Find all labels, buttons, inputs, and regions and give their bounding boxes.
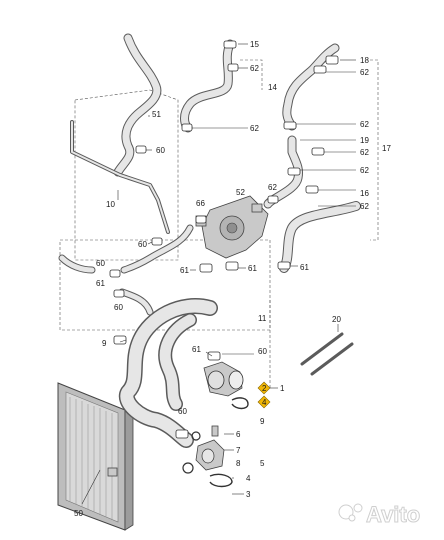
callout-5: 5 xyxy=(260,459,265,468)
callout-61-a: 61 xyxy=(96,279,105,288)
callout-2: 2 xyxy=(262,384,267,393)
watermark-text: Avito xyxy=(366,502,420,527)
callout-60-b: 60 xyxy=(138,240,147,249)
hoses xyxy=(58,33,361,448)
callout-1: 1 xyxy=(280,384,285,393)
callout-62-a: 62 xyxy=(250,64,259,73)
callout-62-f: 62 xyxy=(360,148,369,157)
callout-60-f: 60 xyxy=(178,407,187,416)
thermostat-housing xyxy=(195,195,269,259)
leader-lines xyxy=(81,43,356,505)
assembly-frames xyxy=(59,59,379,390)
callout-51: 51 xyxy=(152,110,161,119)
callout-62-d: 62 xyxy=(360,68,369,77)
coolant-flange xyxy=(203,361,249,410)
callout-61-b: 61 xyxy=(180,266,189,275)
callout-62-b: 62 xyxy=(250,124,259,133)
callout-9-b: 9 xyxy=(260,417,265,426)
callout-62-h: 62 xyxy=(360,202,369,211)
callout-18: 18 xyxy=(360,56,369,65)
callout-61-d: 61 xyxy=(300,263,309,272)
callout-4-b: 4 xyxy=(246,474,251,483)
callout-9-a: 9 xyxy=(102,339,107,348)
avito-watermark: Avito xyxy=(338,502,421,528)
callout-62-g: 62 xyxy=(360,166,369,175)
hose-clamps xyxy=(109,40,339,439)
callout-labels: 15 62 14 62 51 60 10 66 52 62 60 60 61 6… xyxy=(74,40,391,518)
lower-connector xyxy=(182,425,233,488)
callout-11: 11 xyxy=(258,314,267,323)
callout-20: 20 xyxy=(332,315,341,324)
callout-60-c: 60 xyxy=(96,259,105,268)
callout-4: 4 xyxy=(262,398,267,407)
callout-7: 7 xyxy=(236,446,241,455)
callout-19: 19 xyxy=(360,136,369,145)
callout-52: 52 xyxy=(236,188,245,197)
callout-6: 6 xyxy=(236,430,241,439)
callout-3: 3 xyxy=(246,490,251,499)
callout-62-e: 62 xyxy=(360,120,369,129)
callout-10: 10 xyxy=(106,200,115,209)
callout-14: 14 xyxy=(268,83,277,92)
callout-50: 50 xyxy=(74,509,83,518)
callout-60-d: 60 xyxy=(114,303,123,312)
callout-17: 17 xyxy=(382,144,391,153)
callout-60-e: 60 xyxy=(258,347,267,356)
callout-8: 8 xyxy=(236,459,241,468)
callout-16: 16 xyxy=(360,189,369,198)
radiator xyxy=(57,382,134,531)
callout-60-a: 60 xyxy=(156,146,165,155)
callout-15: 15 xyxy=(250,40,259,49)
callout-61-c: 61 xyxy=(248,264,257,273)
highlight-markers xyxy=(257,381,271,409)
callout-62-c: 62 xyxy=(268,183,277,192)
callout-61-e: 61 xyxy=(192,345,201,354)
callout-66: 66 xyxy=(196,199,205,208)
